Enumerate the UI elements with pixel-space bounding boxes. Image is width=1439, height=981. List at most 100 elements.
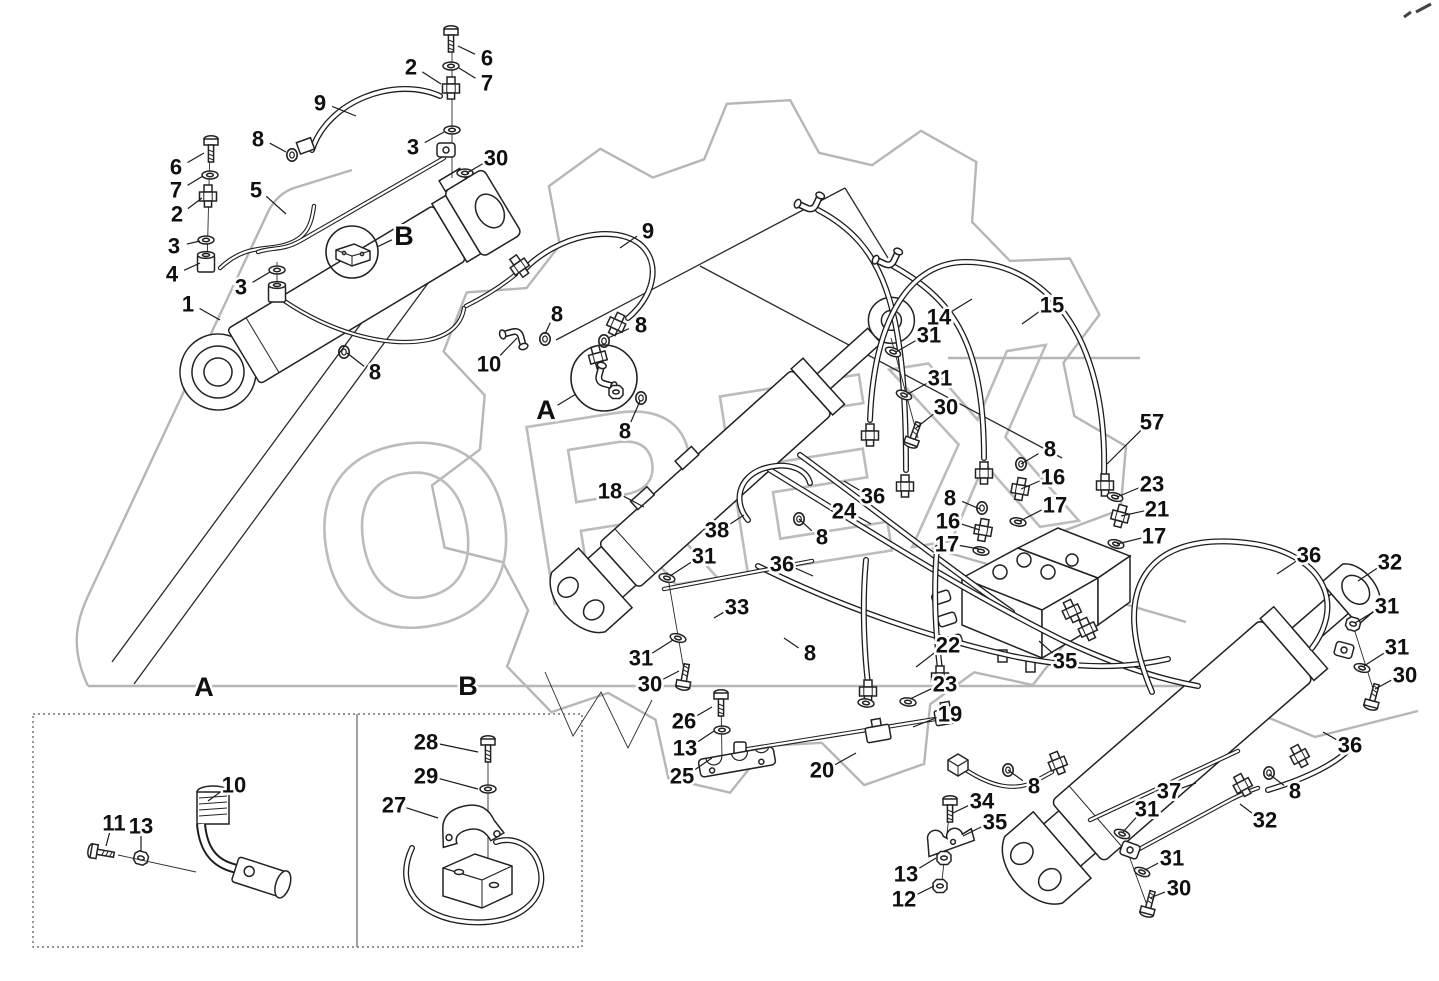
callout-12: 12 xyxy=(892,887,916,912)
leader-line-31 xyxy=(669,560,694,577)
fitting-icon xyxy=(1108,502,1133,530)
leader-line-8 xyxy=(630,400,641,423)
callout-38: 38 xyxy=(705,518,729,543)
leader-line-25 xyxy=(692,757,713,772)
callout-18: 18 xyxy=(598,479,622,504)
gear-watermark-outline xyxy=(430,98,1128,795)
callout-10: 10 xyxy=(222,773,246,798)
clamp-bar-25 xyxy=(697,746,777,778)
callout-B: B xyxy=(458,671,478,701)
callout-16: 16 xyxy=(1041,465,1065,490)
banjo-icon xyxy=(1118,839,1142,861)
callout-16: 16 xyxy=(936,509,960,534)
callout-33: 33 xyxy=(725,595,749,620)
leader-line-15 xyxy=(1021,309,1042,325)
oring-icon xyxy=(285,148,299,162)
callout-29: 29 xyxy=(414,764,438,789)
leader-line-36 xyxy=(1322,731,1339,742)
callout-28: 28 xyxy=(414,730,438,755)
leader-line-13 xyxy=(695,730,715,744)
callout-36: 36 xyxy=(1297,543,1321,568)
callout-35: 35 xyxy=(983,810,1007,835)
leader-line-31 xyxy=(1122,815,1139,833)
leader-line-1 xyxy=(199,307,221,321)
leader-line-B xyxy=(376,239,393,248)
callout-1: 1 xyxy=(182,292,194,317)
leader-line-9 xyxy=(331,105,357,117)
nut-icon xyxy=(131,849,151,867)
leader-line-37 xyxy=(1181,782,1197,789)
callout-34: 34 xyxy=(970,789,995,814)
callout-31: 31 xyxy=(928,366,952,391)
leader-line-18 xyxy=(621,494,645,508)
bolt-icon xyxy=(480,735,496,763)
callout-8: 8 xyxy=(816,525,828,550)
corner-marks xyxy=(1403,2,1432,19)
inset-clamp-27 xyxy=(403,735,545,926)
cylinder-18 xyxy=(549,296,916,634)
leader-line-30 xyxy=(1374,678,1394,690)
callout-31: 31 xyxy=(1385,635,1409,660)
callout-8: 8 xyxy=(369,360,381,385)
callout-30: 30 xyxy=(638,672,662,697)
detail-circle-b xyxy=(325,225,379,279)
bolt-icon xyxy=(86,842,116,863)
callout-8: 8 xyxy=(1289,779,1301,804)
callout-8: 8 xyxy=(944,486,956,511)
nut-icon xyxy=(608,384,624,400)
callout-30: 30 xyxy=(484,146,508,171)
leader-line-31 xyxy=(1363,651,1387,667)
callout-8: 8 xyxy=(619,419,631,444)
washer-icon xyxy=(1132,864,1152,880)
callout-11: 11 xyxy=(102,811,125,836)
callout-17: 17 xyxy=(935,532,959,557)
leader-line-34 xyxy=(952,804,971,814)
leader-line-30 xyxy=(661,670,680,681)
leader-line-32 xyxy=(1239,803,1255,816)
callout-21: 21 xyxy=(1145,497,1169,522)
callout-17: 17 xyxy=(1142,524,1166,549)
fitting-icon xyxy=(198,184,218,208)
callout-13: 13 xyxy=(673,736,697,761)
leader-line-26 xyxy=(695,706,713,718)
bolt-icon xyxy=(713,689,729,717)
elbow-block-icon xyxy=(947,753,969,777)
callout-2: 2 xyxy=(405,55,417,80)
callout-37: 37 xyxy=(1157,779,1181,804)
callout-A: A xyxy=(194,672,214,702)
callout-31: 31 xyxy=(692,544,716,569)
oring-icon xyxy=(538,331,552,347)
callout-23: 23 xyxy=(1140,472,1164,497)
leader-line-14 xyxy=(950,298,973,313)
callout-8: 8 xyxy=(551,302,563,327)
callout-30: 30 xyxy=(1393,663,1417,688)
callout-30: 30 xyxy=(1167,876,1191,901)
washer-icon xyxy=(197,235,215,245)
leader-line-9 xyxy=(619,235,638,249)
leader-line-8 xyxy=(544,322,551,335)
cylinder-right xyxy=(1001,563,1381,905)
leader-line-7 xyxy=(187,175,204,186)
leader-line-11 xyxy=(105,832,111,847)
leader-line-30 xyxy=(466,162,485,174)
washer-icon xyxy=(479,784,497,794)
fasteners-and-fittings xyxy=(196,25,1385,920)
leader-line-A xyxy=(557,393,577,406)
callout-31: 31 xyxy=(629,646,653,671)
leader-line-16 xyxy=(1020,479,1042,490)
leader-line-8 xyxy=(1020,453,1039,465)
leader-line-24 xyxy=(855,514,872,525)
cylinder-1 xyxy=(179,167,521,411)
washer-icon xyxy=(898,696,918,708)
leader-line-8 xyxy=(798,518,813,532)
leader-line-2 xyxy=(421,71,442,85)
bolt-icon xyxy=(443,25,459,53)
callout-9: 9 xyxy=(314,91,326,116)
leader-line-4 xyxy=(183,262,201,271)
callout-57: 57 xyxy=(1140,410,1164,435)
leader-line-20 xyxy=(833,752,857,767)
callout-4: 4 xyxy=(166,262,179,287)
leader-line-8 xyxy=(961,500,981,510)
